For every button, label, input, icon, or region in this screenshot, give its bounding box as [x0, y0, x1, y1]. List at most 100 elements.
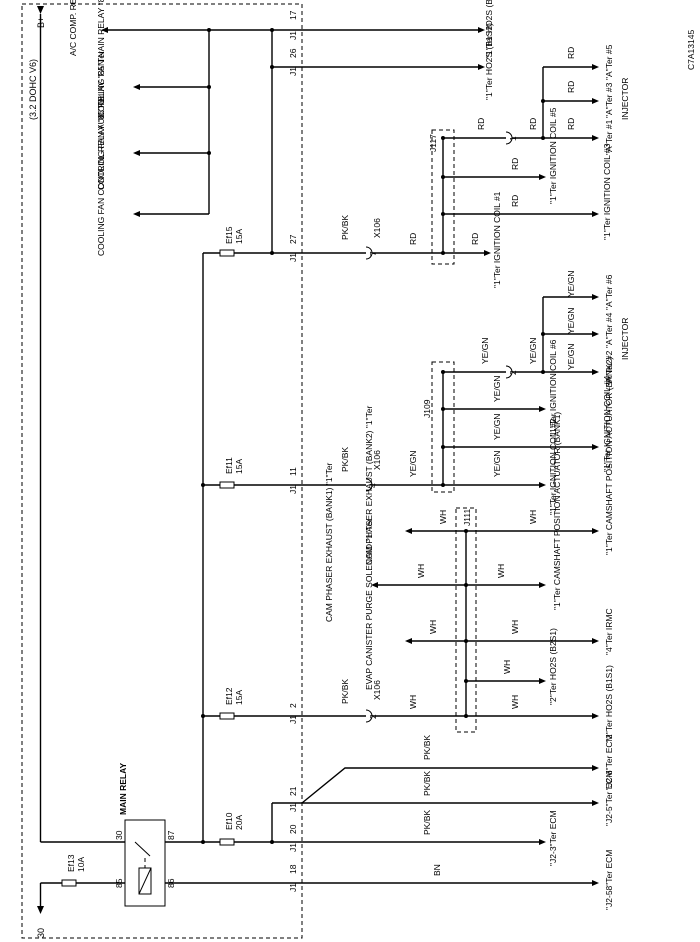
- wire-yegn-inj2: YE/GN: [566, 344, 576, 370]
- fuse-ef13-label: Ef13: [66, 854, 76, 872]
- splice-j117: [431, 129, 455, 265]
- j117-label: J117: [428, 134, 438, 152]
- relay-fan-main-label: COOLING FAN NAIN RELAY "85"Ter: [96, 0, 106, 118]
- wire-rd-inj1b: RD: [566, 118, 576, 130]
- fuse-ef11-rating: 15A: [234, 459, 244, 474]
- wire-yegn-coil2: YE/GN: [492, 451, 502, 477]
- camshaft-b1-label: "1"Ter CAMSHAFT POSITION ACTUATOR (BANK1…: [552, 412, 562, 610]
- coil-2-label: "1"Ter IGNITION COIL #2: [548, 418, 558, 515]
- j109-label: J109: [422, 399, 432, 418]
- wire-yegn-inj6: YE/GN: [566, 271, 576, 297]
- injector-5-label: "A"Ter #5: [604, 44, 614, 80]
- splice-j111: [455, 507, 477, 733]
- fuse-ef15: [219, 249, 235, 257]
- ecm-j2-5-label: "J2-5"Ter ECM: [604, 770, 614, 826]
- fuse-ef12-rating: 15A: [234, 690, 244, 705]
- main-relay-label: MAIN RELAY: [118, 763, 128, 815]
- j1-connector: J1 17 J1 26 J1 27 J1 11 J1 2 J1 21 J1 20…: [288, 10, 298, 892]
- cam-exhaust-b1-label: CAM PHASER EXHAUST (BANK1) "1"Ter: [324, 462, 334, 622]
- svg-text:18: 18: [288, 864, 298, 874]
- ecm-j2-6-label: "J2-6"Ter ECM: [604, 734, 614, 790]
- relay-fan-control-label: COOLING FAN CONTROL RELAY "85"Ter: [96, 95, 106, 256]
- relay-pin-30: 30: [114, 830, 124, 840]
- wire-wh-cam-b1: WH: [416, 564, 426, 578]
- wire-yegn-coil4: YE/GN: [492, 414, 502, 440]
- fuse-ef10-label: Ef10: [224, 812, 234, 830]
- coil-1-label: "1"Ter IGNITION COIL #1: [492, 191, 502, 288]
- wire-bn-j2-58: BN: [432, 864, 442, 876]
- wire-rd-inj5: RD: [566, 47, 576, 59]
- x106-mid-label: X106: [372, 450, 382, 470]
- relay-pin-85: 85: [114, 878, 124, 888]
- injector-label-lower: INJECTOR: [620, 318, 630, 360]
- b-plus-arrow: [37, 6, 44, 14]
- svg-text:J1: J1: [288, 843, 298, 852]
- coil-4-label: "1"Ter IGNITION COIL #4: [602, 375, 612, 472]
- coil-5-label: "1"Ter IGNITION COIL #5: [548, 107, 558, 204]
- coil-6-label: "1"Ter IGNITION COIL #6: [548, 339, 558, 436]
- wire-rd-j117-out: RD: [476, 118, 486, 130]
- splice-j109: [431, 361, 455, 493]
- wire-pkbk-j2-3: PK/BK: [422, 810, 432, 835]
- wire-wh-camshaft-b2: WH: [528, 510, 538, 524]
- fuse-ef11-label: Ef11: [224, 457, 234, 474]
- wire-pkbk-upper: PK/BK: [340, 215, 350, 240]
- wire-wh-low: WH: [408, 695, 418, 709]
- fuse-ef11: [219, 481, 235, 489]
- j111-label: J111: [462, 509, 472, 526]
- svg-text:J1: J1: [288, 803, 298, 812]
- wire-pkbk-j2-5: PK/BK: [422, 771, 432, 796]
- wire-rd-inj1: RD: [528, 118, 538, 130]
- fuse-ef15-label: Ef15: [224, 226, 234, 244]
- evap-solenoid-label: EVAP CANISTER PURGE SOLENOID "1"Ter: [364, 519, 374, 690]
- ho2s-b2s2-label: "1"Ter HO2S (B2S2): [484, 0, 494, 58]
- svg-text:J1: J1: [288, 883, 298, 892]
- wire-pkbk-low: PK/BK: [340, 679, 350, 704]
- ho2s-b1s2-label: "1"Ter HO2S (B1S2): [484, 23, 494, 100]
- injector-6-label: "A"Ter #6: [604, 274, 614, 310]
- irmc-label: "4"Ter IRMC: [604, 608, 614, 655]
- ecm-j2-58-label: "J2-58"Ter ECM: [604, 850, 614, 910]
- ecm-j2-3-label: "J2-3"Ter ECM: [548, 810, 558, 866]
- wire-yegn-inj4: YE/GN: [566, 308, 576, 334]
- svg-text:27: 27: [288, 234, 298, 244]
- svg-text:21: 21: [288, 786, 298, 796]
- svg-text:J1: J1: [288, 31, 298, 40]
- svg-text:26: 26: [288, 48, 298, 58]
- svg-text:J1: J1: [288, 485, 298, 494]
- terminal-30-arrow: [37, 906, 44, 914]
- svg-text:11: 11: [288, 467, 298, 476]
- x106-low-label: X106: [372, 680, 382, 700]
- section-label: (3.2 DOHC V6): [28, 59, 38, 120]
- wire-yegn-j109-out: YE/GN: [480, 338, 490, 364]
- fuse-ef13-rating: 10A: [76, 857, 86, 872]
- wire-yegn-coil6: YE/GN: [492, 376, 502, 402]
- injector-1-label: "A"Ter #1: [604, 119, 614, 155]
- cam-exhaust-b2-label: CAM PHASER EXHAUST (BANK2) "1"Ter: [364, 405, 374, 565]
- fuse-box-outline: [21, 3, 303, 939]
- injector-3-label: "A"Ter #3: [604, 82, 614, 118]
- fuse-ef13: [61, 879, 77, 887]
- relay-pin-87: 87: [166, 830, 176, 840]
- injector-2-label: "A"Ter #2: [604, 350, 614, 386]
- injector-label-upper: INJECTOR: [620, 78, 630, 120]
- wire-rd-coil5: RD: [510, 158, 520, 170]
- wire-yegn-inj2a: YE/GN: [528, 338, 538, 364]
- svg-text:J1: J1: [288, 253, 298, 262]
- figure-id: C7A13145: [686, 30, 696, 70]
- coil-3-label: "1"Ter IGNITION COIL #3: [602, 143, 612, 240]
- injector-4-label: "A"Ter #4: [604, 312, 614, 348]
- svg-text:J1: J1: [288, 67, 298, 76]
- svg-text:20: 20: [288, 824, 298, 834]
- wire-pkbk-mid: PK/BK: [340, 447, 350, 472]
- fuse-ef15-rating: 15A: [234, 229, 244, 244]
- fuse-ef12: [219, 712, 235, 720]
- wire-pkbk-j2-6: PK/BK: [422, 735, 432, 760]
- ho2s-b1s1-label: "2"Ter HO2S (B1S1): [604, 665, 614, 742]
- wire-rd-inj3: RD: [566, 81, 576, 93]
- wire-wh-irmc: WH: [510, 620, 520, 634]
- svg-text:2: 2: [288, 703, 298, 708]
- wire-rd-coil3: RD: [510, 195, 520, 207]
- svg-text:J1: J1: [288, 715, 298, 724]
